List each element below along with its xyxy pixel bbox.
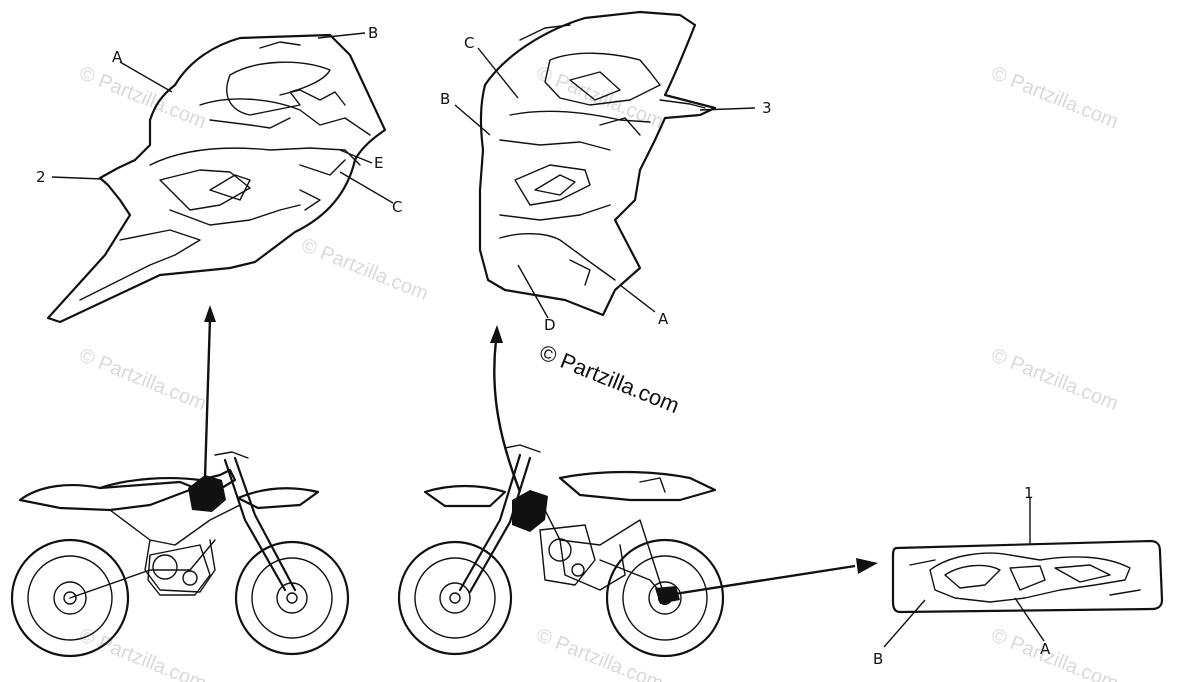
callout-label: E <box>374 154 383 172</box>
watermark: © Partzilla.com <box>76 62 209 133</box>
right-shroud-decal: C B 3 A D <box>440 10 772 334</box>
callout-label: C <box>464 34 474 52</box>
watermark: © Partzilla.com <box>988 624 1121 682</box>
callout-label: D <box>544 316 556 334</box>
watermark: © Partzilla.com <box>988 344 1121 415</box>
callout-label: 1 <box>1024 484 1034 502</box>
left-shroud-decal: A B 2 E C <box>36 24 402 324</box>
swingarm-emblem-decal: 1 B A <box>873 484 1164 668</box>
callout-label: B <box>368 24 378 42</box>
callout-label: 2 <box>36 168 46 186</box>
callout-label: C <box>392 198 402 216</box>
callout-label: A <box>658 310 669 328</box>
right-motorcycle-illustration <box>397 325 878 658</box>
watermark: © Partzilla.com <box>76 624 209 682</box>
callout-label: A <box>112 48 123 66</box>
left-motorcycle-illustration <box>10 305 350 658</box>
callout-label: 3 <box>762 99 772 117</box>
watermark: © Partzilla.com <box>298 234 431 305</box>
callout-label: B <box>440 90 450 108</box>
watermark: © Partzilla.com <box>76 344 209 415</box>
callout-label: A <box>1040 640 1051 658</box>
copyright-text: © Partzilla.com <box>536 339 683 418</box>
callout-label: B <box>873 650 883 668</box>
watermark: © Partzilla.com <box>988 62 1121 133</box>
